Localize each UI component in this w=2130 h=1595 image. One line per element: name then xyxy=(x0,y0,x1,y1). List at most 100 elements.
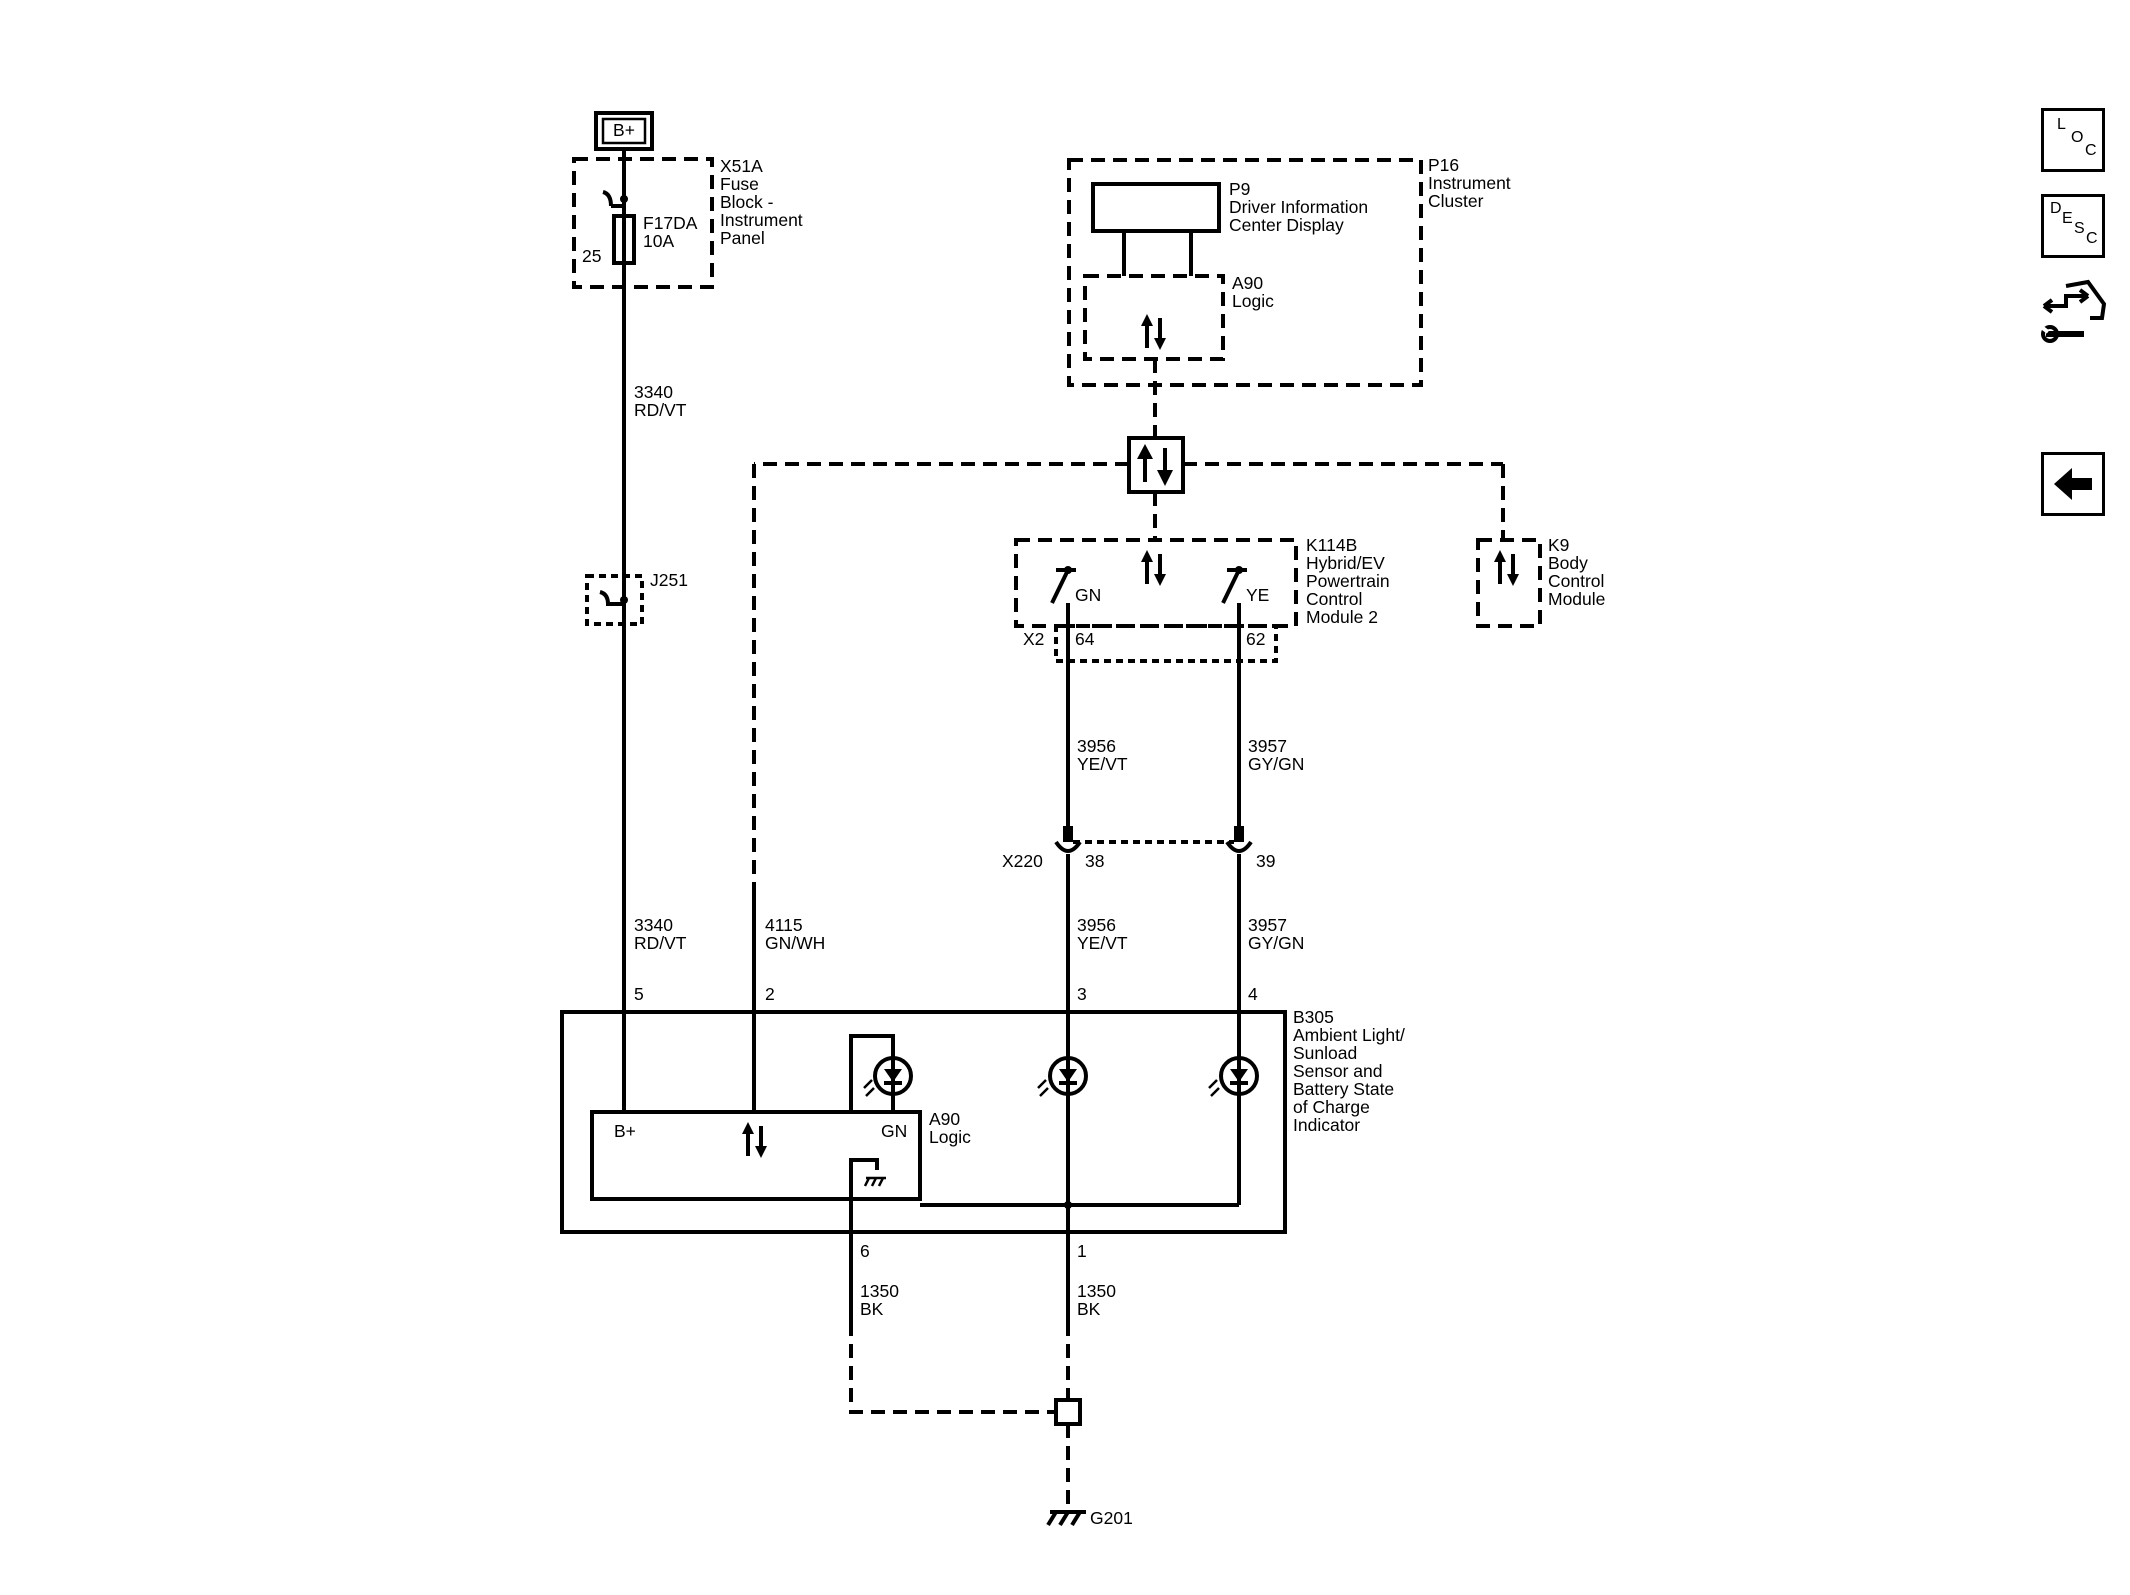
sensor-pin-1: 1 xyxy=(1077,1241,1087,1261)
pcm-connector: X2 xyxy=(1023,629,1044,649)
pcm-name-2: Powertrain xyxy=(1306,571,1390,591)
cluster-logic-name: Logic xyxy=(1232,291,1274,311)
wire-4115: 4115 GN/WH xyxy=(765,915,825,953)
description-button[interactable]: D E S C xyxy=(2041,194,2105,258)
sensor-name-6: Indicator xyxy=(1293,1115,1360,1135)
fuse-block-name-2: Block - xyxy=(720,192,774,212)
serial-data-arrows-icon xyxy=(1141,314,1166,350)
pcm-name-3: Control xyxy=(1306,589,1362,609)
x220-pin-left: 38 xyxy=(1085,851,1104,871)
desc-letter-4: C xyxy=(2086,230,2098,247)
display-id: P9 xyxy=(1229,179,1250,199)
desc-letter-1: D xyxy=(2050,200,2062,217)
wire-3956-color-upper: YE/VT xyxy=(1077,754,1128,774)
wire-3340-circuit-upper: 3340 xyxy=(634,382,673,402)
sensor-pin-2: 2 xyxy=(765,984,775,1004)
pcm-pin-right: 62 xyxy=(1246,629,1265,649)
internal-ground-icon xyxy=(863,1176,886,1187)
fuse-block-name-3: Instrument xyxy=(720,210,803,230)
bcm-name-2: Control xyxy=(1548,571,1604,591)
wire-3340-circuit-lower: 3340 xyxy=(634,915,673,935)
battery-soc-led-1-icon xyxy=(1037,1056,1088,1097)
wire-1350-circuit-right: 1350 xyxy=(1077,1281,1116,1301)
sensor-logic-gn: GN xyxy=(881,1121,907,1141)
cluster-logic-id: A90 xyxy=(1232,273,1263,293)
loc-letter-2: O xyxy=(2071,129,2084,146)
body-control-module: K9 Body Control Module xyxy=(1476,535,1605,628)
cluster-name-2: Cluster xyxy=(1428,191,1484,211)
cluster-id: P16 xyxy=(1428,155,1459,175)
sensor-name-3: Sensor and xyxy=(1293,1061,1383,1081)
wire-3340: 3340 RD/VT 3340 RD/VT xyxy=(622,263,687,1112)
instrument-cluster: P16 Instrument Cluster P9 Driver Informa… xyxy=(1067,155,1511,387)
fuse-block: 25 F17DA 10A X51A Fuse Block - Instrumen… xyxy=(572,149,803,289)
wire-3956: 3956 YE/VT 3956 YE/VT xyxy=(1066,626,1128,1205)
fuse-pin: 25 xyxy=(582,246,601,266)
bcm-id: K9 xyxy=(1548,535,1569,555)
fuse-id: F17DA xyxy=(643,213,698,233)
sensor-name-2: Sunload xyxy=(1293,1043,1357,1063)
x220-pin-right: 39 xyxy=(1256,851,1275,871)
wire-3956-circuit-lower: 3956 xyxy=(1077,915,1116,935)
pcm-id: K114B xyxy=(1306,535,1357,555)
sensor-pin-4: 4 xyxy=(1248,984,1258,1004)
pcm-switch-left: GN xyxy=(1075,585,1101,605)
sensor-serial-arrows-icon xyxy=(742,1122,767,1158)
sensor-pin-3: 3 xyxy=(1077,984,1087,1004)
fuse-block-id: X51A xyxy=(720,156,763,176)
battery-power-source: B+ xyxy=(594,111,654,151)
wire-3340-color-lower: RD/VT xyxy=(634,933,687,953)
serial-data-gateway-icon xyxy=(1137,444,1173,486)
wire-3957-circuit-lower: 3957 xyxy=(1248,915,1287,935)
sensor-id: B305 xyxy=(1293,1007,1334,1027)
wire-1350-circuit-left: 1350 xyxy=(860,1281,899,1301)
wire-1350: 1350 BK 1350 BK xyxy=(849,1232,1116,1512)
display-name-2: Center Display xyxy=(1229,215,1344,235)
pcm-switch-right: YE xyxy=(1246,585,1269,605)
sensor-pin-6: 6 xyxy=(860,1241,870,1261)
cluster-name-1: Instrument xyxy=(1428,173,1511,193)
splice-id: J251 xyxy=(650,570,688,590)
fuse-rating: 10A xyxy=(643,231,674,251)
fuse-block-name-4: Panel xyxy=(720,228,765,248)
powertrain-control-module-2: GN YE K114B Hybrid/EV Powertrain Control… xyxy=(1014,535,1390,663)
ambient-light-sensor: 5 2 3 4 B305 Ambient Light/ Sunload Sens… xyxy=(560,984,1405,1261)
bcm-name-3: Module xyxy=(1548,589,1605,609)
wire-1350-color-right: BK xyxy=(1077,1299,1101,1319)
wire-4115-color: GN/WH xyxy=(765,933,825,953)
sensor-logic-id: A90 xyxy=(929,1109,960,1129)
battery-soc-led-2-icon xyxy=(1208,1056,1259,1097)
wire-3957-color-lower: GY/GN xyxy=(1248,933,1304,953)
loc-letter-1: L xyxy=(2057,116,2066,133)
pcm-pin-left: 64 xyxy=(1075,629,1095,649)
pcm-name-1: Hybrid/EV xyxy=(1306,553,1385,573)
sensor-logic-bplus: B+ xyxy=(614,1121,636,1141)
x220-id: X220 xyxy=(1002,851,1043,871)
loc-letter-3: C xyxy=(2085,142,2097,159)
location-button[interactable]: L O C xyxy=(2041,108,2105,172)
desc-letter-2: E xyxy=(2062,210,2073,227)
photo-diode-icon xyxy=(863,1056,913,1097)
wire-3956-color-lower: YE/VT xyxy=(1077,933,1128,953)
pcm-name-4: Module 2 xyxy=(1306,607,1378,627)
bcm-name-1: Body xyxy=(1548,553,1588,573)
desc-letter-3: S xyxy=(2074,220,2085,237)
pcm-serial-arrows-icon xyxy=(1141,550,1166,586)
sensor-name-4: Battery State xyxy=(1293,1079,1394,1099)
ground-id: G201 xyxy=(1090,1508,1133,1528)
wire-3340-color-upper: RD/VT xyxy=(634,400,687,420)
inline-connector-x220: X220 38 39 xyxy=(1002,826,1275,871)
wire-4115-circuit: 4115 xyxy=(765,915,803,935)
fuse-block-name-1: Fuse xyxy=(720,174,759,194)
display-name-1: Driver Information xyxy=(1229,197,1368,217)
wire-3957-circuit-upper: 3957 xyxy=(1248,736,1287,756)
wire-3956-circuit-upper: 3956 xyxy=(1077,736,1116,756)
sensor-name-5: of Charge xyxy=(1293,1097,1370,1117)
power-label: B+ xyxy=(613,120,635,140)
back-button[interactable] xyxy=(2041,452,2105,516)
service-procedure-button[interactable] xyxy=(2036,274,2110,354)
sensor-pin-5: 5 xyxy=(634,984,644,1004)
sensor-name-1: Ambient Light/ xyxy=(1293,1025,1405,1045)
arrow-left-icon xyxy=(2054,468,2092,500)
